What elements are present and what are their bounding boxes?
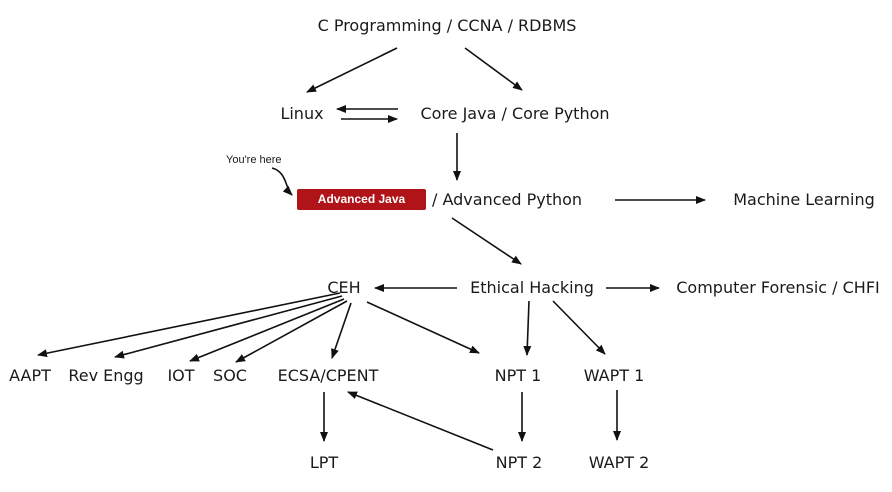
node-wapt-1: WAPT 1 bbox=[583, 366, 645, 385]
arrow-ethical-to-wapt1 bbox=[552, 300, 606, 355]
you-are-here-label: You're here bbox=[226, 154, 282, 166]
node-ecsa-cpent: ECSA/CPENT bbox=[277, 366, 379, 385]
you-are-here-pointer bbox=[271, 167, 293, 196]
arrow-ceh-to-iot bbox=[189, 298, 345, 362]
node-linux: Linux bbox=[280, 104, 324, 123]
node-ceh: CEH bbox=[327, 278, 361, 297]
arrow-ceh-to-soc bbox=[235, 300, 348, 363]
arrow-ceh-to-ecsa bbox=[331, 302, 352, 359]
node-machine-learning: Machine Learning bbox=[733, 190, 875, 209]
node-npt-1: NPT 1 bbox=[494, 366, 542, 385]
arrow-advanced-to-ethical bbox=[451, 217, 522, 265]
node-npt-2: NPT 2 bbox=[495, 453, 543, 472]
node-lpt: LPT bbox=[309, 453, 339, 472]
node-advanced-python: / Advanced Python bbox=[432, 190, 583, 209]
arrow-npt2-to-ecsa bbox=[347, 391, 494, 451]
arrow-ceh-to-npt1 bbox=[366, 301, 480, 354]
arrow-ceh-to-rev-engg bbox=[114, 295, 343, 359]
node-rev-engg: Rev Engg bbox=[68, 366, 144, 385]
node-aapt: AAPT bbox=[9, 366, 51, 385]
node-c-ccna-rdbms: C Programming / CCNA / RDBMS bbox=[317, 16, 577, 35]
node-core-java-python: Core Java / Core Python bbox=[420, 104, 610, 123]
node-computer-forensic-chfi: Computer Forensic / CHFI bbox=[676, 278, 880, 297]
arrow-ceh-to-aapt bbox=[37, 292, 341, 358]
node-iot: IOT bbox=[167, 366, 195, 385]
arrow-top-to-core bbox=[464, 47, 523, 91]
node-soc: SOC bbox=[213, 366, 247, 385]
arrow-top-to-linux bbox=[306, 47, 398, 93]
node-ethical-hacking: Ethical Hacking bbox=[470, 278, 594, 297]
arrow-ethical-to-npt1 bbox=[523, 300, 532, 356]
current-position-badge: Advanced Java bbox=[297, 189, 426, 210]
node-wapt-2: WAPT 2 bbox=[588, 453, 650, 472]
